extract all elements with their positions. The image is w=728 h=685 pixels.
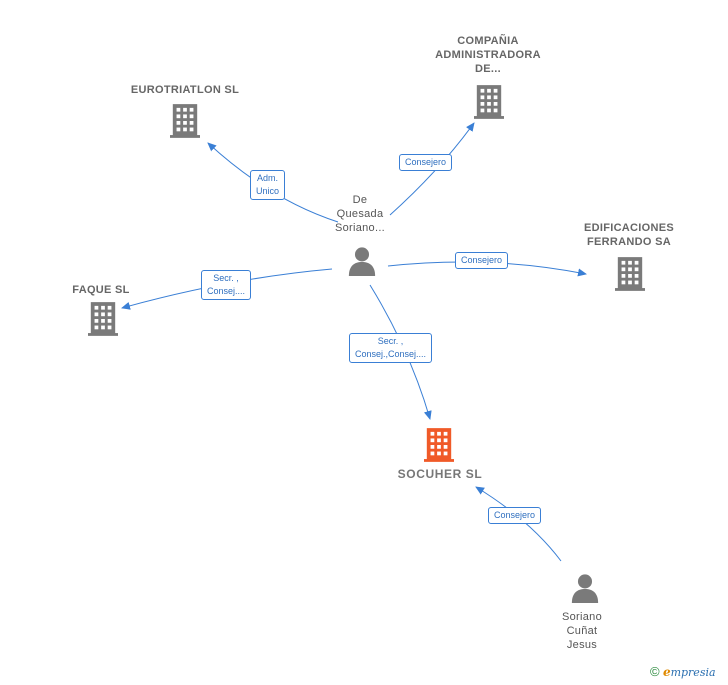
- edge-label-line: Consejero: [405, 157, 447, 167]
- edge-label-secr-faque[interactable]: Secr. , Consej....: [201, 270, 252, 300]
- brand-initial: e: [662, 665, 671, 679]
- node-label-de-quesada[interactable]: De Quesada Soriano...: [310, 193, 410, 235]
- edge-label-line: Consej.,Consej....: [355, 349, 427, 359]
- label-line: Soriano: [561, 611, 602, 623]
- person-icon[interactable]: [571, 574, 599, 603]
- building-icon[interactable]: [615, 257, 645, 291]
- label-line: FERRANDO SA: [587, 236, 671, 248]
- label-line: Jesus: [566, 639, 598, 651]
- node-label-socuher[interactable]: SOCUHER SL: [397, 467, 483, 481]
- edge-label-line: Consejero: [461, 255, 503, 265]
- node-label-compania[interactable]: COMPAÑIA ADMINISTRADORA DE...: [418, 34, 558, 76]
- building-icon[interactable]: [88, 302, 118, 336]
- label-line: De: [352, 194, 368, 206]
- edge-label-consejero-edificaciones[interactable]: Consejero: [455, 252, 509, 269]
- person-icon[interactable]: [348, 247, 376, 276]
- edge-label-adm-unico[interactable]: Adm. Unico: [250, 170, 286, 200]
- building-icon[interactable]: [170, 104, 200, 138]
- node-label-soriano[interactable]: Soriano Cuñat Jesus: [532, 610, 632, 652]
- label-line: DE...: [475, 63, 501, 75]
- edge-label-line: Adm.: [257, 173, 279, 183]
- label-line: EDIFICACIONES: [583, 222, 675, 234]
- edge-label-consejero-compania[interactable]: Consejero: [399, 154, 453, 171]
- empresia-logo[interactable]: © empresia: [650, 664, 716, 679]
- edge-label-line: Secr. ,: [377, 336, 404, 346]
- label-line: COMPAÑIA: [457, 35, 519, 47]
- brand-name: mpresia: [670, 666, 716, 679]
- edge-label-line: Unico: [256, 186, 280, 196]
- copyright-symbol: ©: [650, 664, 660, 679]
- label-line: Cuñat: [566, 625, 598, 637]
- building-icon[interactable]: [474, 85, 504, 119]
- node-label-edificaciones[interactable]: EDIFICACIONES FERRANDO SA: [564, 221, 694, 249]
- node-label-eurotriatlon[interactable]: EUROTRIATLON SL: [130, 84, 240, 96]
- edge-label-line: Consej....: [207, 286, 246, 296]
- edge-label-line: Consejero: [494, 510, 536, 520]
- label-line: Quesada: [336, 208, 384, 220]
- label-line: ADMINISTRADORA: [435, 49, 541, 61]
- edge-consejero-socuher: [475, 486, 562, 562]
- label-line: Soriano...: [334, 222, 386, 234]
- node-label-faque[interactable]: FAQUE SL: [72, 284, 130, 296]
- edge-label-line: Secr. ,: [213, 273, 239, 283]
- building-icon[interactable]: [424, 428, 454, 462]
- edge-label-consejero-socuher[interactable]: Consejero: [488, 507, 542, 524]
- edge-label-secr-socuher[interactable]: Secr. , Consej.,Consej....: [349, 333, 433, 363]
